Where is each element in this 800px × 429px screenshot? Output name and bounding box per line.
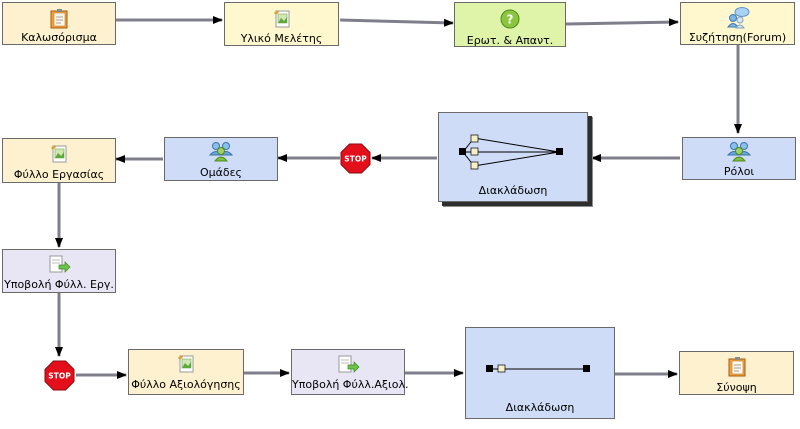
node-qa[interactable]: ? Ερωτ. & Απαντ. [454, 2, 566, 47]
node-label: Σύνοψη [716, 381, 757, 394]
notebook-icon [50, 9, 68, 29]
node-label: Ρόλοι [723, 165, 755, 178]
node-label: Διακλάδωση [505, 401, 575, 414]
node-study-material[interactable]: Υλικό Μελέτης [224, 2, 339, 46]
stop-sign-icon: STOP [44, 360, 75, 391]
node-forum[interactable]: Συζήτηση(Forum) [680, 2, 795, 45]
node-label: Συζήτηση(Forum) [688, 31, 787, 44]
node-branch-1[interactable]: Διακλάδωση [438, 112, 588, 202]
branching-icon [459, 134, 563, 170]
stop-label: STOP [48, 372, 71, 381]
node-submit-evaluation[interactable]: Υποβολή Φύλλ.Αξιολ. [291, 349, 409, 395]
chat-people-icon [726, 7, 749, 29]
node-label: Ομάδες [199, 166, 243, 179]
image-document-icon [51, 145, 67, 163]
submit-document-icon [338, 355, 360, 373]
node-label: Διακλάδωση [478, 184, 548, 197]
node-label: Καλωσόρισμα [21, 31, 97, 44]
image-document-icon [178, 355, 194, 373]
node-label: Υποβολή Φύλλ. Εργ. [4, 278, 114, 291]
node-label: Υλικό Μελέτης [240, 32, 323, 45]
stop-sign-icon: STOP [340, 143, 371, 174]
node-label: Φύλλο Εργασίας [13, 168, 105, 181]
image-document-icon [273, 10, 289, 28]
node-evaluation-sheet[interactable]: Φύλλο Αξιολόγησης [128, 349, 244, 395]
group-icon [208, 142, 234, 162]
node-label: Ερωτ. & Απαντ. [466, 34, 554, 47]
branching-icon [486, 364, 590, 373]
node-welcome[interactable]: Καλωσόρισμα [2, 2, 116, 45]
connector-qa-forum [565, 18, 679, 27]
submit-document-icon [49, 255, 71, 273]
node-groups[interactable]: Ομάδες [164, 137, 278, 181]
node-roles[interactable]: Ρόλοι [682, 137, 796, 180]
node-summary[interactable]: Σύνοψη [679, 351, 794, 395]
svg-text:?: ? [507, 13, 514, 27]
node-label: Υποβολή Φύλλ.Αξιολ. [292, 378, 409, 391]
node-branch-2[interactable]: Διακλάδωση [465, 327, 615, 419]
node-worksheet[interactable]: Φύλλο Εργασίας [2, 138, 116, 183]
group-icon [726, 142, 752, 162]
notebook-icon [728, 357, 745, 377]
connector-study-qa [339, 18, 454, 27]
node-label: Φύλλο Αξιολόγησης [131, 378, 241, 391]
node-submit-worksheet[interactable]: Υποβολή Φύλλ. Εργ. [2, 249, 116, 293]
stop-label: STOP [344, 155, 367, 164]
question-icon: ? [500, 9, 520, 29]
